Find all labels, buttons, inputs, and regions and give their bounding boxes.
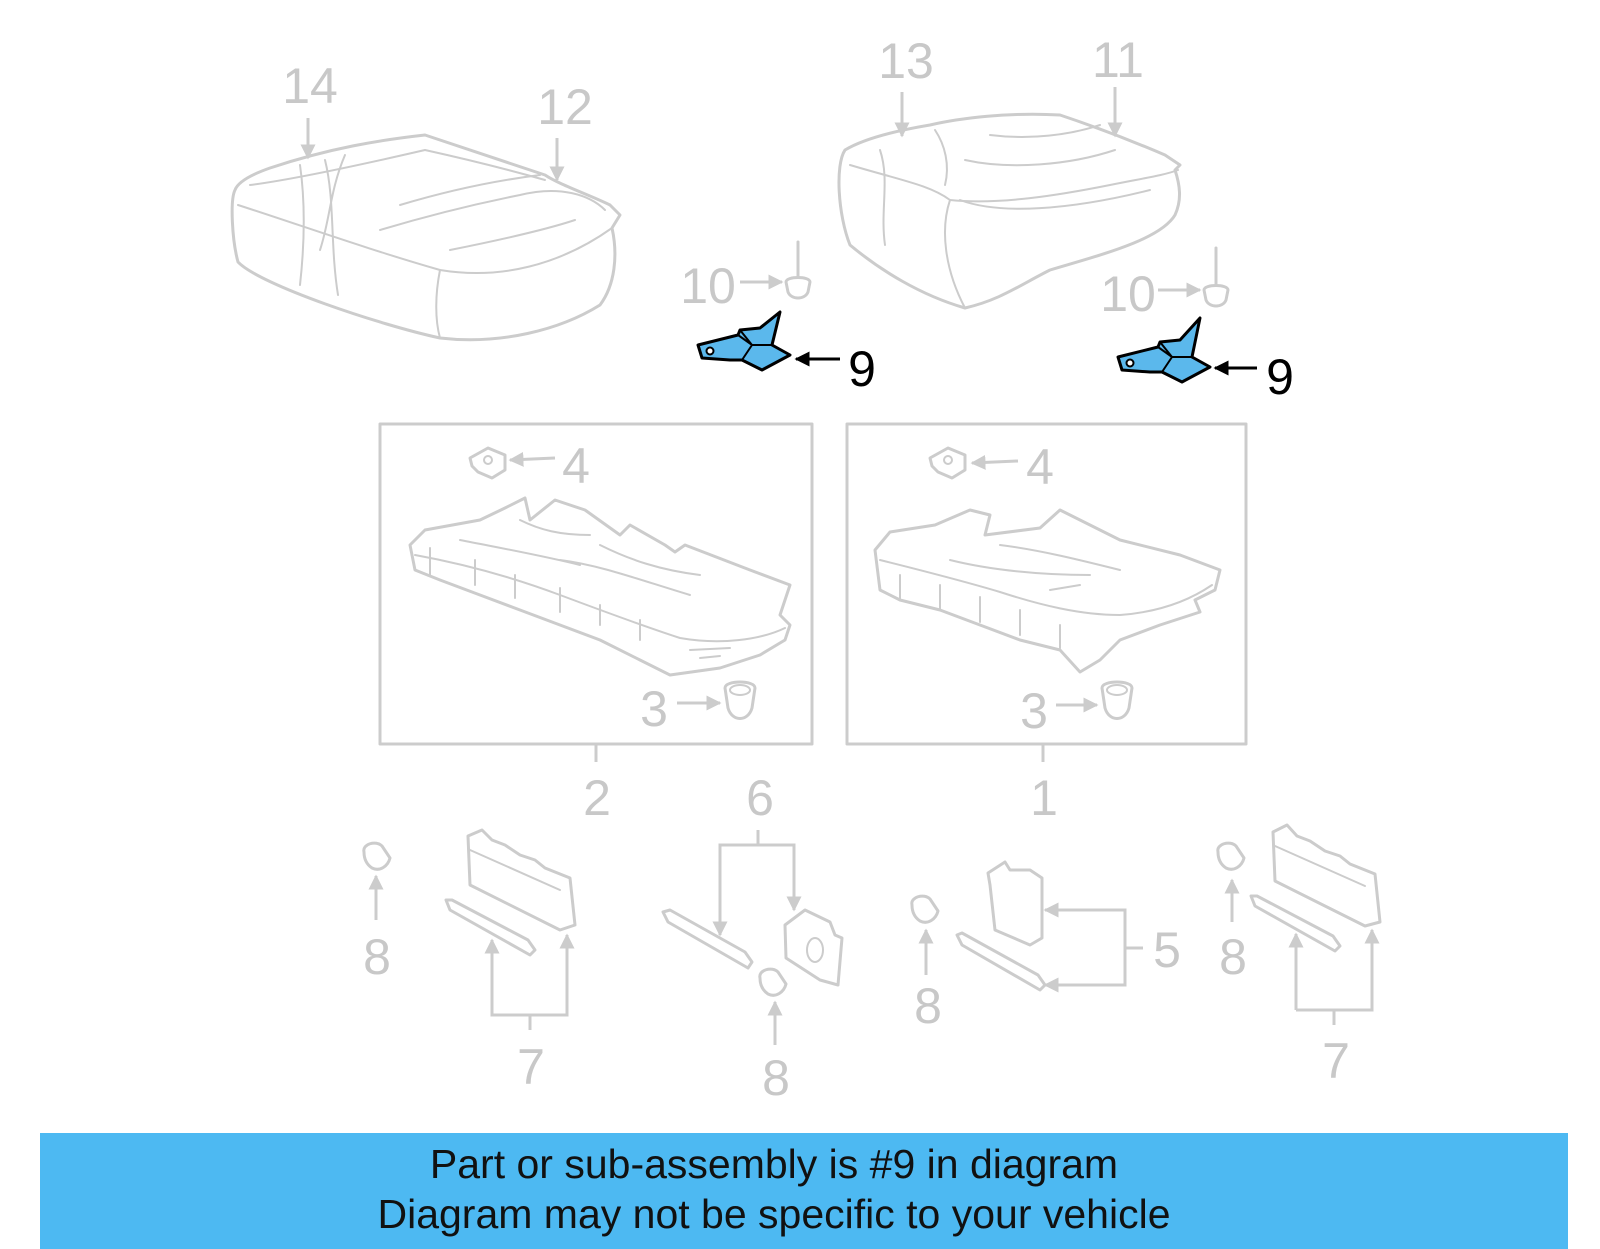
clip-8-c-icon <box>910 894 940 924</box>
callout-10-left: 10 <box>680 258 736 314</box>
callout-2: 2 <box>583 770 611 826</box>
callout-3-right: 3 <box>1020 683 1048 739</box>
bumper-right-icon <box>1100 680 1134 720</box>
seat-frame-right-icon <box>873 508 1222 674</box>
callout-13: 13 <box>878 33 934 89</box>
clip-right-icon <box>928 446 967 480</box>
callout-4-right: 4 <box>1026 439 1054 495</box>
callout-12: 12 <box>537 79 593 135</box>
callout-6: 6 <box>746 770 774 826</box>
trim-cover-7-left-icon <box>444 828 577 957</box>
clip-left-icon <box>468 446 507 480</box>
callout-1: 1 <box>1030 770 1058 826</box>
callout-7-left: 7 <box>517 1039 545 1095</box>
bolt-right-icon <box>1202 246 1230 308</box>
banner-line-1: Part or sub-assembly is #9 in diagram <box>429 1141 1119 1187</box>
callout-9-right: 9 <box>1266 349 1294 405</box>
bolt-left-icon <box>784 240 812 300</box>
callout-10-right: 10 <box>1100 266 1156 322</box>
trim-part-5-icon <box>955 860 1047 992</box>
seat-cushion-left-icon <box>230 133 622 342</box>
callout-11: 11 <box>1092 32 1144 88</box>
seat-frame-box-right <box>845 422 1248 746</box>
bracket-part-9-left-icon <box>696 310 792 372</box>
seat-cushion-right-icon <box>837 112 1182 310</box>
callout-8-d: 8 <box>1219 929 1247 985</box>
callout-8-c: 8 <box>914 978 942 1034</box>
callout-8-a: 8 <box>363 929 391 985</box>
callout-5: 5 <box>1153 922 1181 978</box>
seat-frame-box-left <box>378 422 814 746</box>
clip-8-a-icon <box>362 841 392 871</box>
callout-7-right: 7 <box>1322 1033 1350 1089</box>
clip-8-d-icon <box>1216 841 1246 871</box>
callout-8-b: 8 <box>762 1050 790 1106</box>
callout-4-left: 4 <box>562 438 590 494</box>
callout-3-left: 3 <box>640 681 668 737</box>
bumper-left-icon <box>723 680 757 720</box>
callout-9-left: 9 <box>848 341 876 397</box>
banner-line-2: Diagram may not be specific to your vehi… <box>377 1191 1171 1237</box>
info-banner: Part or sub-assembly is #9 in diagram Di… <box>40 1133 1568 1249</box>
trim-part-6-icon <box>661 908 844 987</box>
callout-14: 14 <box>282 58 338 114</box>
trim-cover-7-right-icon <box>1249 823 1382 953</box>
seat-frame-left-icon <box>408 496 792 677</box>
clip-8-b-icon <box>758 967 788 997</box>
bracket-part-9-right-icon <box>1116 316 1212 384</box>
